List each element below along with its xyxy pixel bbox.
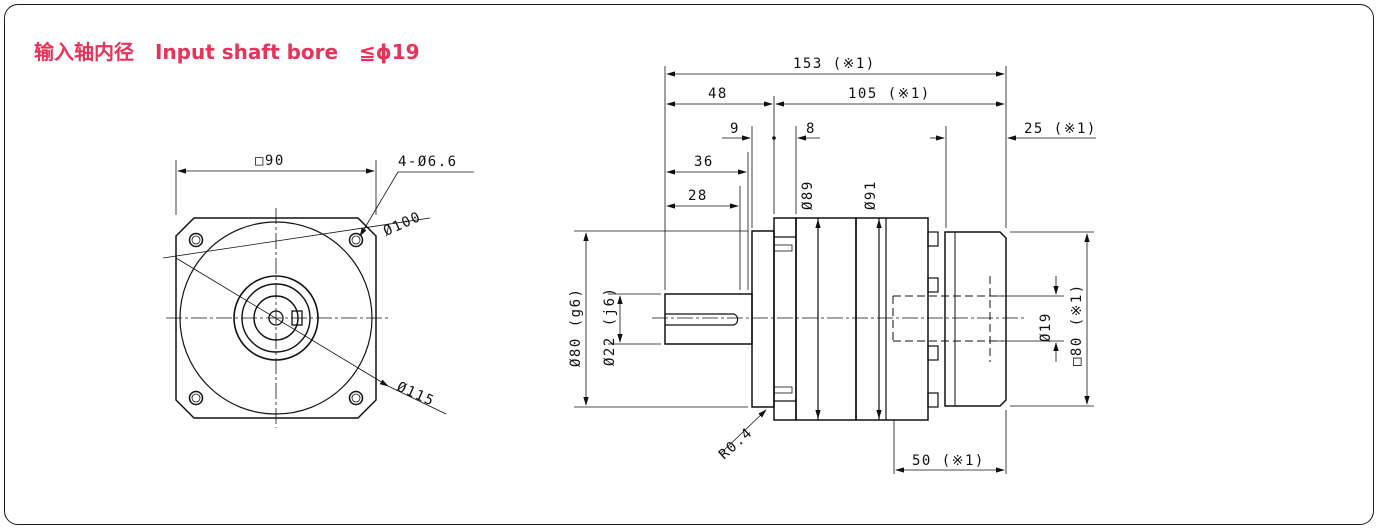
dim-dia-22-j6: Ø22 (j6) [602, 287, 618, 366]
spigot [751, 230, 775, 408]
dim-square-90: □90 [255, 153, 285, 169]
title-english: Input shaft bore [154, 40, 339, 64]
drawing-title: 输入轴内径 Input shaft bore ≦ϕ19 [34, 36, 434, 65]
dim-flange-115: Ø115 [394, 379, 437, 410]
dim-r04: R0.4 [716, 425, 756, 463]
dim-holes: 4-Ø6.6 [398, 154, 458, 170]
shaft-keyway [665, 313, 739, 326]
motor-adapter [944, 231, 1007, 407]
side-view [574, 66, 1096, 474]
flange-side [773, 217, 797, 421]
dim-pcd-100: Ø100 [381, 209, 424, 240]
flange-square-outline [175, 217, 377, 419]
drawing-frame [4, 4, 1374, 525]
dim-105: 105 (※1) [848, 86, 931, 102]
title-chinese: 输入轴内径 [34, 40, 134, 64]
dim-28: 28 [688, 188, 708, 204]
dim-dia-91: Ø91 [863, 180, 879, 210]
input-shaft [664, 293, 753, 345]
dim-dia-80-g6: Ø80 (g6) [568, 288, 584, 367]
dim-48: 48 [708, 86, 728, 102]
cap-bolts [927, 231, 939, 408]
hidden-bore [892, 276, 1003, 362]
title-spec: ≦ϕ19 [359, 40, 420, 64]
dim-25: 25 (※1) [1024, 121, 1097, 137]
dim-36: 36 [694, 154, 714, 170]
dim-dia-89: Ø89 [800, 180, 816, 210]
mounting-holes [188, 232, 364, 406]
body-91 [855, 217, 929, 421]
dim-8: 8 [806, 121, 816, 137]
dim-overall-153: 153 (※1) [793, 56, 876, 72]
dim-dia-19: Ø19 [1038, 312, 1054, 342]
front-view [162, 160, 474, 428]
dim-9: 9 [730, 121, 740, 137]
dim-square-80: □80 (※1) [1069, 283, 1085, 366]
dim-50: 50 (※1) [912, 453, 985, 469]
body-89 [795, 217, 857, 421]
